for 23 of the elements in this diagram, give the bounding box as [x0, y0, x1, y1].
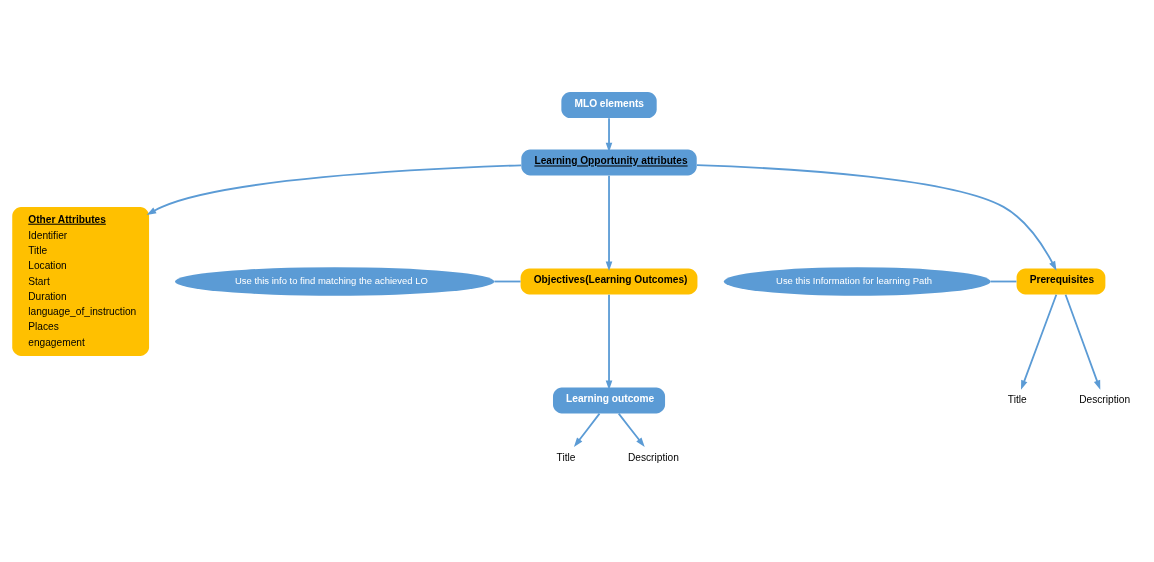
arrow — [146, 163, 523, 215]
connector — [989, 280, 1018, 282]
connector — [493, 280, 522, 282]
arrow — [605, 116, 613, 152]
arrow — [605, 174, 613, 271]
node-text: Description — [1079, 393, 1131, 405]
node-box: Other Attributes Identifier Title Location Start Duration language_of_instruction Places engagement — [12, 206, 150, 356]
node-text: Title — [556, 451, 576, 463]
node-box: MLO elements — [561, 91, 657, 118]
node-box: Objectives(Learning Outcomes) — [520, 267, 698, 295]
node-box: Learning outcome — [553, 386, 666, 414]
node-text: Title — [1007, 393, 1027, 405]
node-text: Description — [627, 451, 679, 463]
node-ellipse: Use this Information for learning Path — [723, 266, 991, 296]
node-ellipse: Use this info to find matching the achieved LO — [174, 266, 495, 296]
arrow — [573, 412, 601, 447]
arrow — [696, 163, 1057, 271]
arrow — [1021, 293, 1058, 390]
node-box: Learning Opportunity attributes — [521, 148, 697, 176]
arrow — [617, 412, 645, 447]
node-box: Prerequisites — [1016, 267, 1106, 295]
arrow — [1064, 293, 1101, 390]
arrow — [605, 293, 613, 390]
